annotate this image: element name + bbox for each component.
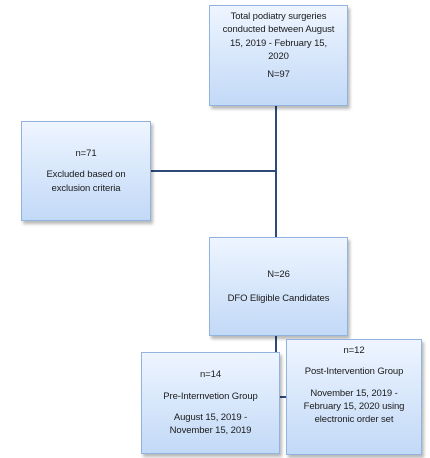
excluded-count: n=71 — [75, 148, 97, 160]
excluded-line-2: exclusion criteria — [51, 182, 121, 194]
post-intervention-box: n=12 Post-Intervention Group November 15… — [286, 339, 422, 455]
pre-label: Pre-Internvetion Group — [163, 390, 258, 402]
post-date-line-1: November 15, 2019 - — [310, 387, 398, 399]
post-count: n=12 — [343, 345, 365, 356]
excluded-box: n=71 Excluded based on exclusion criteri… — [21, 121, 151, 221]
total-line-3: 15, 2019 - February 15, — [230, 37, 327, 49]
total-surgeries-box: Total podiatry surgeries conducted betwe… — [209, 5, 348, 106]
connector-excluded-horizontal — [151, 170, 277, 172]
eligible-count: N=26 — [267, 269, 290, 281]
excluded-line-1: Excluded based on — [46, 169, 126, 181]
pre-date-line-1: August 15, 2019 - — [173, 412, 248, 423]
eligible-label: DFO Eligible Candidates — [227, 292, 330, 304]
total-line-1: Total podiatry surgeries — [230, 11, 327, 22]
total-line-2: conducted between August — [222, 24, 335, 36]
total-line-4: 2020 — [268, 50, 289, 62]
post-label: Post-Intervention Group — [304, 366, 404, 378]
pre-count: n=14 — [200, 369, 221, 381]
eligible-box: N=26 DFO Eligible Candidates — [209, 237, 348, 336]
total-count: N=97 — [267, 69, 290, 81]
pre-date-line-2: November 15, 2019 — [169, 425, 252, 437]
pre-intervention-box: n=14 Pre-Internvetion Group August 15, 2… — [141, 352, 280, 454]
post-date-line-2: February 15, 2020 using — [303, 400, 405, 412]
post-date-line-3: electronic order set — [314, 414, 394, 426]
connector-split-horizontal — [280, 396, 286, 398]
